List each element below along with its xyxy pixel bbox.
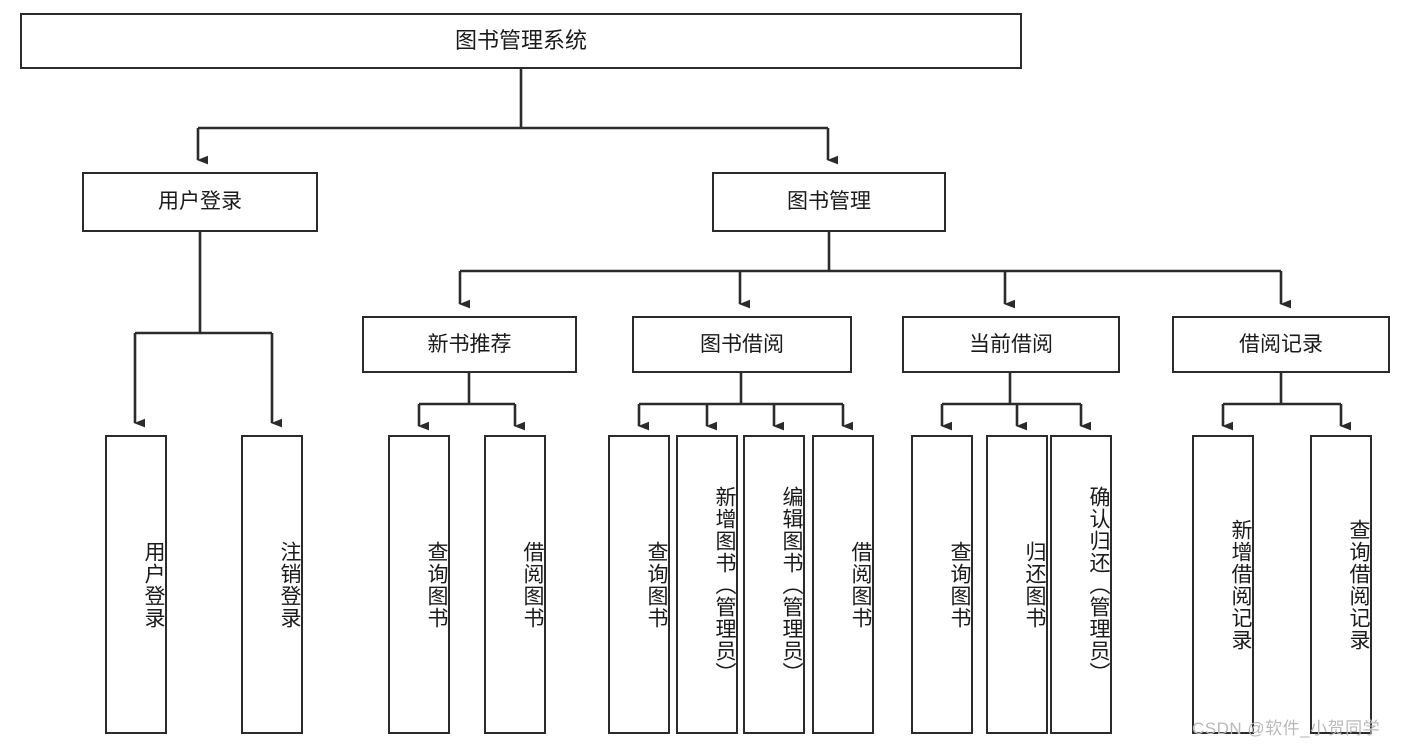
node-leaf-add-book-label: 新增图书（管理员） <box>713 485 736 684</box>
node-leaf-add-book[interactable]: 新增图书（管理员） <box>676 435 738 734</box>
node-leaf-add-record[interactable]: 新增借阅记录 <box>1192 435 1254 734</box>
node-new-book-recommend-label: 新书推荐 <box>427 332 512 356</box>
node-leaf-borrow-book-1-label: 借阅图书 <box>521 540 544 629</box>
node-leaf-add-record-label: 新增借阅记录 <box>1229 518 1252 651</box>
node-leaf-query-record[interactable]: 查询借阅记录 <box>1310 435 1372 734</box>
node-leaf-user-login[interactable]: 用户登录 <box>105 435 167 734</box>
node-root-label: 图书管理系统 <box>454 27 587 53</box>
node-current-borrow[interactable]: 当前借阅 <box>902 316 1120 373</box>
node-user-login[interactable]: 用户登录 <box>82 172 318 232</box>
node-leaf-edit-book[interactable]: 编辑图书（管理员） <box>743 435 805 734</box>
node-leaf-borrow-book-1[interactable]: 借阅图书 <box>484 435 546 734</box>
node-root[interactable]: 图书管理系统 <box>20 13 1022 69</box>
node-leaf-return-book[interactable]: 归还图书 <box>986 435 1048 734</box>
node-leaf-query-book-1-label: 查询图书 <box>425 540 448 629</box>
node-leaf-query-book-1[interactable]: 查询图书 <box>388 435 450 734</box>
node-current-borrow-label: 当前借阅 <box>969 332 1053 356</box>
node-leaf-query-book-2[interactable]: 查询图书 <box>608 435 670 734</box>
node-leaf-user-login-label: 用户登录 <box>142 540 165 629</box>
node-leaf-query-book-3[interactable]: 查询图书 <box>911 435 973 734</box>
node-user-login-label: 用户登录 <box>158 190 242 214</box>
node-borrow-record[interactable]: 借阅记录 <box>1172 316 1390 373</box>
node-book-borrow-label: 图书借阅 <box>700 332 784 356</box>
node-book-manage-label: 图书管理 <box>787 190 871 214</box>
node-leaf-confirm-return-label: 确认归还（管理员） <box>1087 485 1110 684</box>
node-book-borrow[interactable]: 图书借阅 <box>632 316 852 373</box>
node-leaf-query-book-3-label: 查询图书 <box>948 540 971 629</box>
node-leaf-return-book-label: 归还图书 <box>1023 540 1046 629</box>
node-book-manage[interactable]: 图书管理 <box>712 172 946 232</box>
node-new-book-recommend[interactable]: 新书推荐 <box>362 316 577 373</box>
node-leaf-logout[interactable]: 注销登录 <box>241 435 303 734</box>
node-leaf-query-record-label: 查询借阅记录 <box>1347 518 1370 651</box>
node-leaf-logout-label: 注销登录 <box>278 540 301 629</box>
node-leaf-edit-book-label: 编辑图书（管理员） <box>780 485 803 684</box>
node-leaf-borrow-book-2[interactable]: 借阅图书 <box>812 435 874 734</box>
node-leaf-query-book-2-label: 查询图书 <box>645 540 668 629</box>
node-borrow-record-label: 借阅记录 <box>1239 332 1323 356</box>
node-leaf-confirm-return[interactable]: 确认归还（管理员） <box>1050 435 1112 734</box>
node-leaf-borrow-book-2-label: 借阅图书 <box>849 540 872 629</box>
